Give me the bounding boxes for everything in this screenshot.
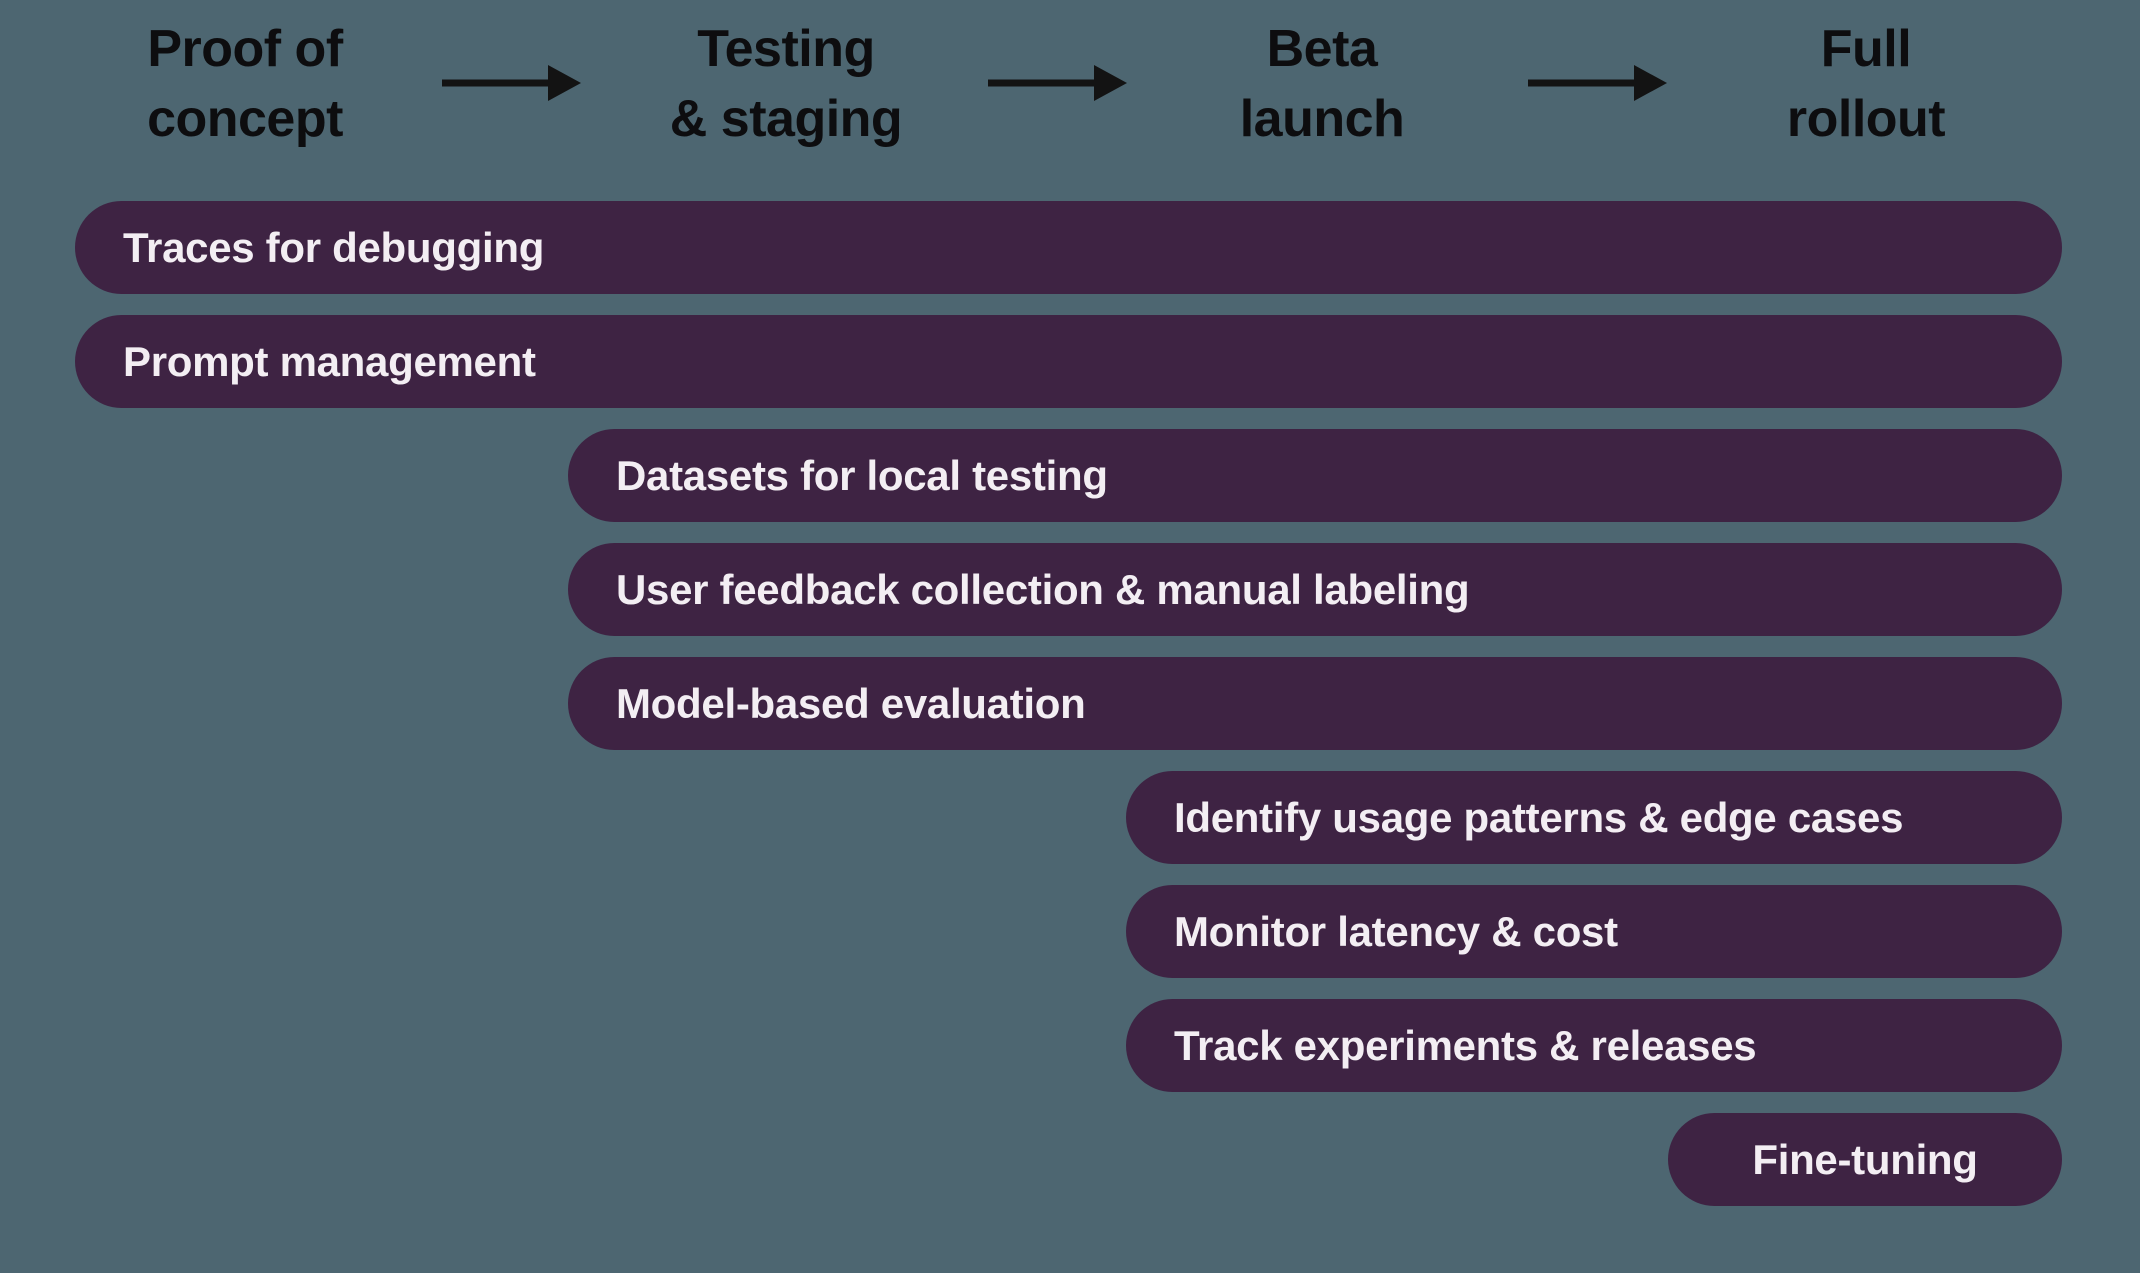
- bar-label: User feedback collection & manual labeli…: [616, 565, 1470, 613]
- bar-label: Monitor latency & cost: [1174, 907, 1618, 955]
- bar-fine-tuning: Fine-tuning: [1668, 1113, 2062, 1206]
- bar-label: Identify usage patterns & edge cases: [1174, 793, 1904, 841]
- phase-header-line: Full: [1820, 20, 1912, 78]
- phase-header-line: launch: [1239, 90, 1405, 148]
- phase-header-line: rollout: [1786, 90, 1946, 148]
- bar-user-feedback-collection: User feedback collection & manual labeli…: [568, 543, 2062, 636]
- bar-label: Track experiments & releases: [1174, 1021, 1757, 1069]
- bar-traces-for-debugging: Traces for debugging: [75, 201, 2062, 294]
- bar-model-based-evaluation: Model-based evaluation: [568, 657, 2062, 750]
- bar-track-experiments-releases: Track experiments & releases: [1126, 999, 2062, 1092]
- arrow-right-icon: [1528, 65, 1667, 101]
- bar-prompt-management: Prompt management: [75, 315, 2062, 408]
- arrow-right-icon: [988, 65, 1127, 101]
- phase-header-line: Proof of: [147, 20, 343, 78]
- phase-header-beta-launch: Beta launch: [1240, 14, 1405, 154]
- phase-header-line: & staging: [669, 90, 903, 148]
- arrow-right-icon: [442, 65, 581, 101]
- bar-datasets-for-local-testing: Datasets for local testing: [568, 429, 2062, 522]
- bar-identify-usage-patterns: Identify usage patterns & edge cases: [1126, 771, 2062, 864]
- bar-label: Traces for debugging: [123, 223, 545, 271]
- phase-header-testing-staging: Testing & staging: [669, 14, 903, 154]
- phase-header-full-rollout: Full rollout: [1786, 14, 1946, 154]
- bar-label: Fine-tuning: [1752, 1135, 1978, 1183]
- bar-label: Prompt management: [123, 337, 536, 385]
- phase-header-line: Beta: [1266, 20, 1378, 78]
- bar-label: Datasets for local testing: [616, 451, 1108, 499]
- bar-label: Model-based evaluation: [616, 679, 1086, 727]
- phase-header-proof-of-concept: Proof of concept: [147, 14, 343, 154]
- phase-header-line: concept: [147, 90, 343, 148]
- phase-header-line: Testing: [697, 20, 875, 78]
- bar-monitor-latency-cost: Monitor latency & cost: [1126, 885, 2062, 978]
